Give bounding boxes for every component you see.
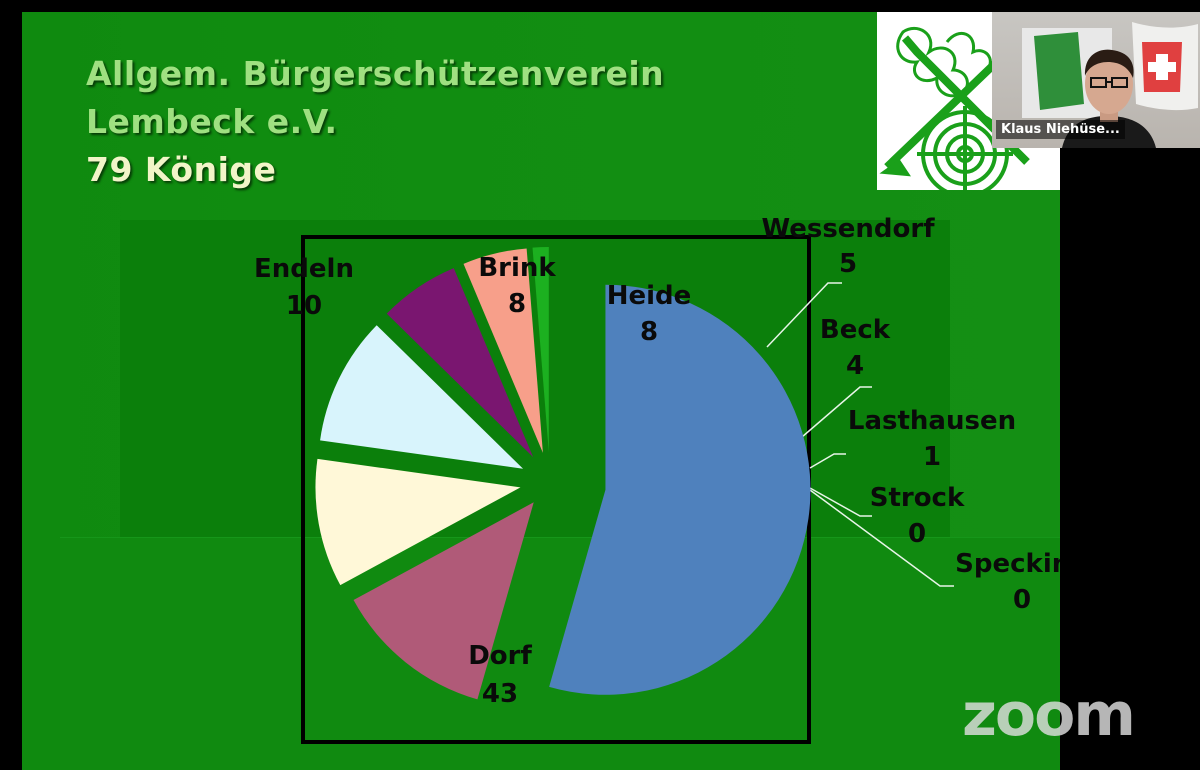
pie-value-endeln: 10: [286, 291, 322, 321]
pie-label-brink: Brink: [478, 253, 556, 283]
participant-name-label: Klaus Niehüse...: [996, 120, 1125, 139]
pie-slice-brink: [315, 458, 521, 586]
pie-slices: [315, 247, 811, 700]
pie-label-wessendorf: Wessendorf: [761, 214, 935, 244]
pie-label-beck: Beck: [820, 315, 891, 345]
pie-slice-beck: [463, 248, 543, 453]
pie-value-wessendorf: 5: [839, 249, 857, 279]
leader-line-lasthausen: [809, 453, 846, 469]
pie-label-endeln: Endeln: [254, 254, 354, 284]
pie-slice-wessendorf: [386, 268, 534, 458]
pie-label-lasthausen: Lasthausen: [848, 406, 1016, 436]
leader-line-wessendorf: [766, 282, 842, 348]
pie-slice-endeln: [353, 502, 534, 700]
pie-value-heide: 8: [640, 317, 658, 347]
slide-title-line-1: Allgem. Bürgerschützenverein: [86, 54, 665, 93]
pie-value-strock: 0: [908, 519, 926, 549]
pie-value-brink: 8: [508, 289, 526, 319]
leader-lines: [766, 282, 954, 587]
pie-value-specking: 0: [1013, 585, 1031, 615]
pie-value-lasthausen: 1: [923, 442, 941, 472]
pie-value-dorf: 43: [482, 679, 518, 709]
pie-label-heide: Heide: [607, 281, 692, 311]
pie-label-specking: Specking: [955, 549, 1060, 579]
slide-title-line-2: Lembeck e.V.: [86, 102, 338, 141]
zoom-logo-icon: zoom: [962, 680, 1136, 750]
slide-subtitle: 79 Könige: [86, 150, 277, 189]
leader-line-strock: [809, 487, 872, 517]
pie-label-strock: Strock: [870, 483, 965, 513]
pie-value-beck: 4: [846, 351, 864, 381]
pie-label-dorf: Dorf: [468, 641, 532, 671]
leader-line-beck: [801, 386, 872, 438]
pie-slice-lasthausen: [532, 247, 549, 453]
pie-slice-dorf: [549, 284, 811, 695]
pie-slice-heide: [320, 325, 524, 469]
participant-video-tile[interactable]: Klaus Niehüse...: [992, 12, 1200, 148]
participant-video-feed: [1022, 22, 1198, 148]
leader-line-specking: [809, 489, 954, 587]
